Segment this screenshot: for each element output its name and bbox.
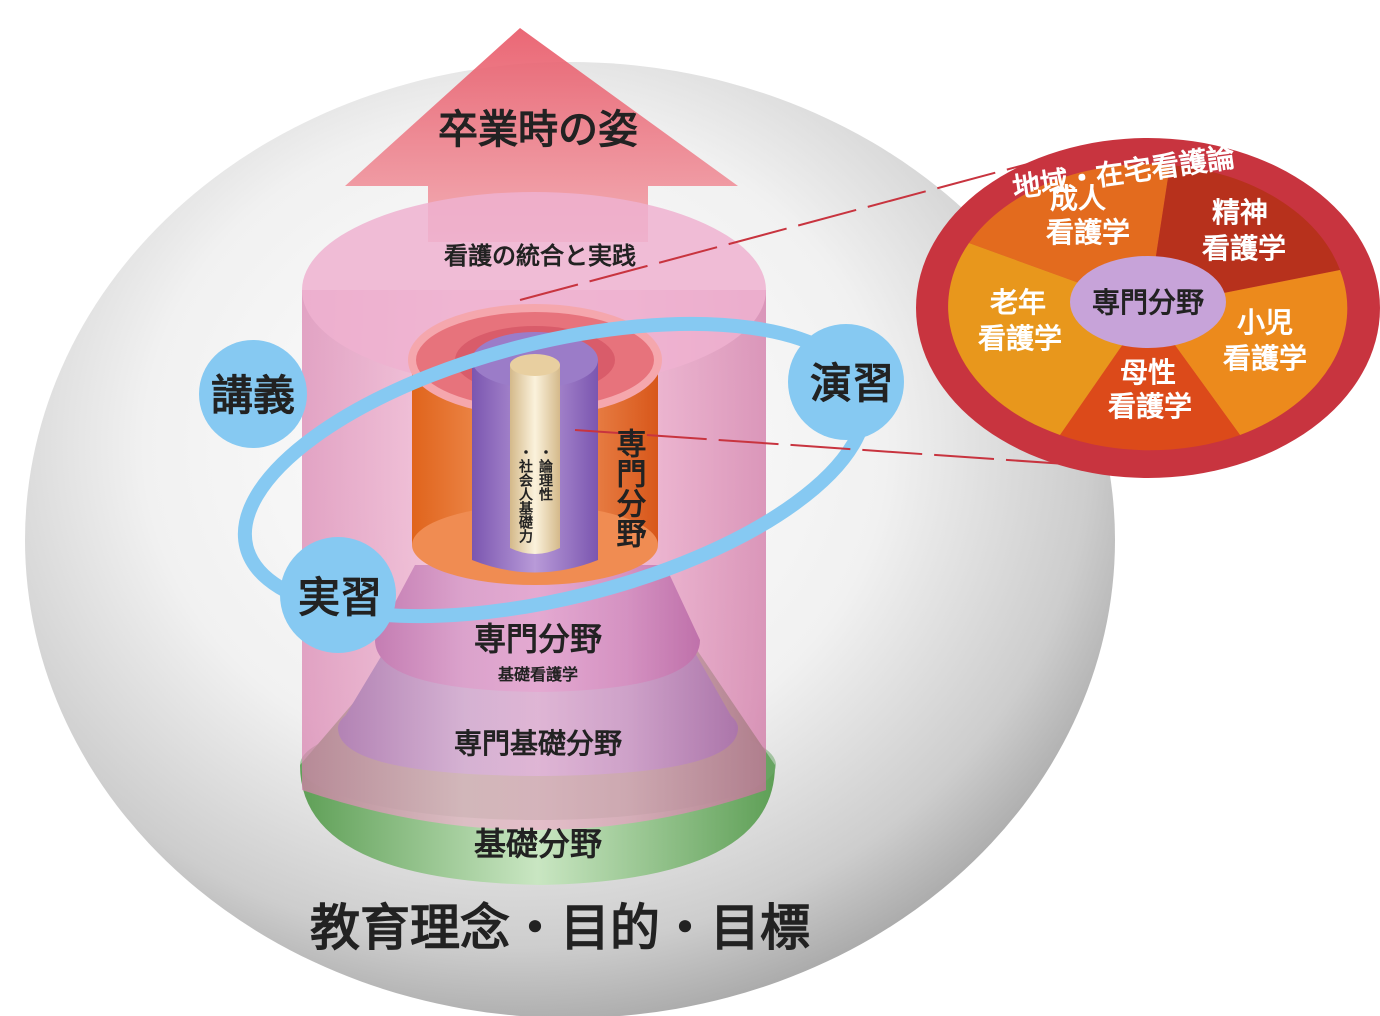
segment-maternal-line1: 母性	[1120, 356, 1176, 389]
fundamental-nursing-label: 基礎看護学	[497, 665, 578, 684]
specialty-vertical-label: 専門分野	[611, 428, 647, 548]
segment-pediatric-line2: 看護学	[1223, 342, 1307, 375]
specialty-fundamental-label: 専門分野	[474, 620, 602, 658]
center-label: 専門分野	[1092, 286, 1204, 319]
segment-pediatric-line1: 小児	[1237, 306, 1293, 339]
segment-geriatric-line2: 看護学	[978, 322, 1062, 355]
core-column	[510, 365, 560, 554]
basic-label: 基礎分野	[474, 825, 602, 863]
segment-maternal	[1060, 308, 1240, 451]
lecture-label: 講義	[211, 371, 295, 420]
exercise-bubble	[788, 324, 904, 440]
segment-geriatric-line1: 老年	[990, 286, 1046, 319]
core-item-logic: ・論理性	[537, 445, 553, 501]
core-item-social: ・社会人基礎力	[517, 445, 534, 544]
segment-psychiatric-line1: 精神	[1212, 196, 1268, 229]
practicum-bubble	[280, 537, 396, 653]
integration-label: 看護の統合と実践	[444, 241, 636, 270]
specialty-wheel	[916, 138, 1380, 478]
segment-psychiatric-line2: 看護学	[1202, 232, 1286, 265]
foundation-label: 教育理念・目的・目標	[310, 898, 810, 957]
segment-adult-line1: 成人	[1050, 182, 1106, 215]
practicum-label: 実習	[298, 573, 382, 622]
segment-maternal-line2: 看護学	[1108, 390, 1192, 423]
specialty-basic-label: 専門基礎分野	[454, 727, 622, 760]
graduation-arrow	[345, 28, 738, 242]
exercise-label: 演習	[810, 359, 894, 408]
arrow-label: 卒業時の姿	[438, 106, 638, 153]
segment-adult-line2: 看護学	[1046, 216, 1130, 249]
wheel-center	[1070, 256, 1226, 348]
lecture-bubble	[199, 340, 307, 448]
